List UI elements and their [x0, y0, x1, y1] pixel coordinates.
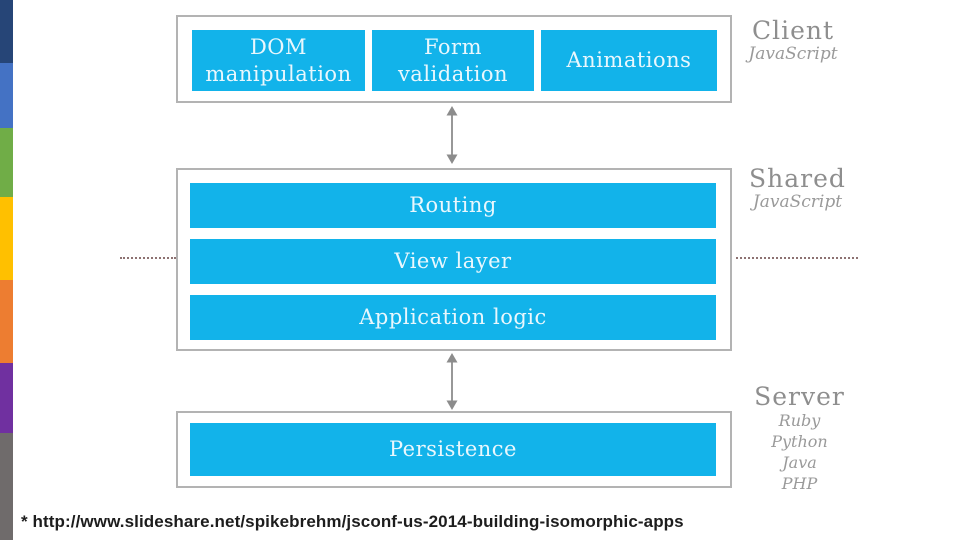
server-tier-title: Server	[754, 382, 845, 411]
shared-tier-title: Shared	[749, 164, 846, 193]
shared-tier-label: Shared JavaScript	[740, 165, 855, 213]
client-tier-title: Client	[751, 16, 835, 45]
server-language-python: Python	[771, 432, 828, 451]
block-dom-manipulation: DOM manipulation	[192, 30, 365, 91]
accent-stripe	[0, 0, 13, 540]
server-language-php: PHP	[781, 474, 818, 493]
server-tier-label: Server Ruby Python Java PHP	[742, 383, 857, 494]
server-language-java: Java	[782, 453, 817, 472]
shared-server-arrow-icon	[445, 353, 459, 410]
stripe-segment-navy	[0, 0, 13, 63]
stripe-segment-purple	[0, 363, 13, 433]
block-routing: Routing	[190, 183, 716, 228]
boundary-dotted-line-left	[120, 257, 176, 259]
stripe-segment-blue	[0, 63, 13, 128]
boundary-dotted-line-right	[736, 257, 858, 259]
server-language-ruby: Ruby	[778, 411, 821, 430]
block-view-layer: View layer	[190, 239, 716, 284]
client-tier-label: Client JavaScript	[737, 17, 849, 65]
stripe-segment-gray	[0, 433, 13, 540]
client-tier-language: JavaScript	[748, 44, 838, 64]
block-persistence: Persistence	[190, 423, 716, 476]
stripe-segment-green	[0, 128, 13, 197]
stripe-segment-yellow	[0, 197, 13, 280]
shared-tier-language: JavaScript	[752, 192, 843, 212]
block-animations: Animations	[541, 30, 717, 91]
block-application-logic: Application logic	[190, 295, 716, 340]
block-form-validation: Form validation	[372, 30, 534, 91]
source-note: * http://www.slideshare.net/spikebrehm/j…	[21, 512, 684, 531]
stripe-segment-orange	[0, 280, 13, 363]
client-shared-arrow-icon	[445, 106, 459, 164]
